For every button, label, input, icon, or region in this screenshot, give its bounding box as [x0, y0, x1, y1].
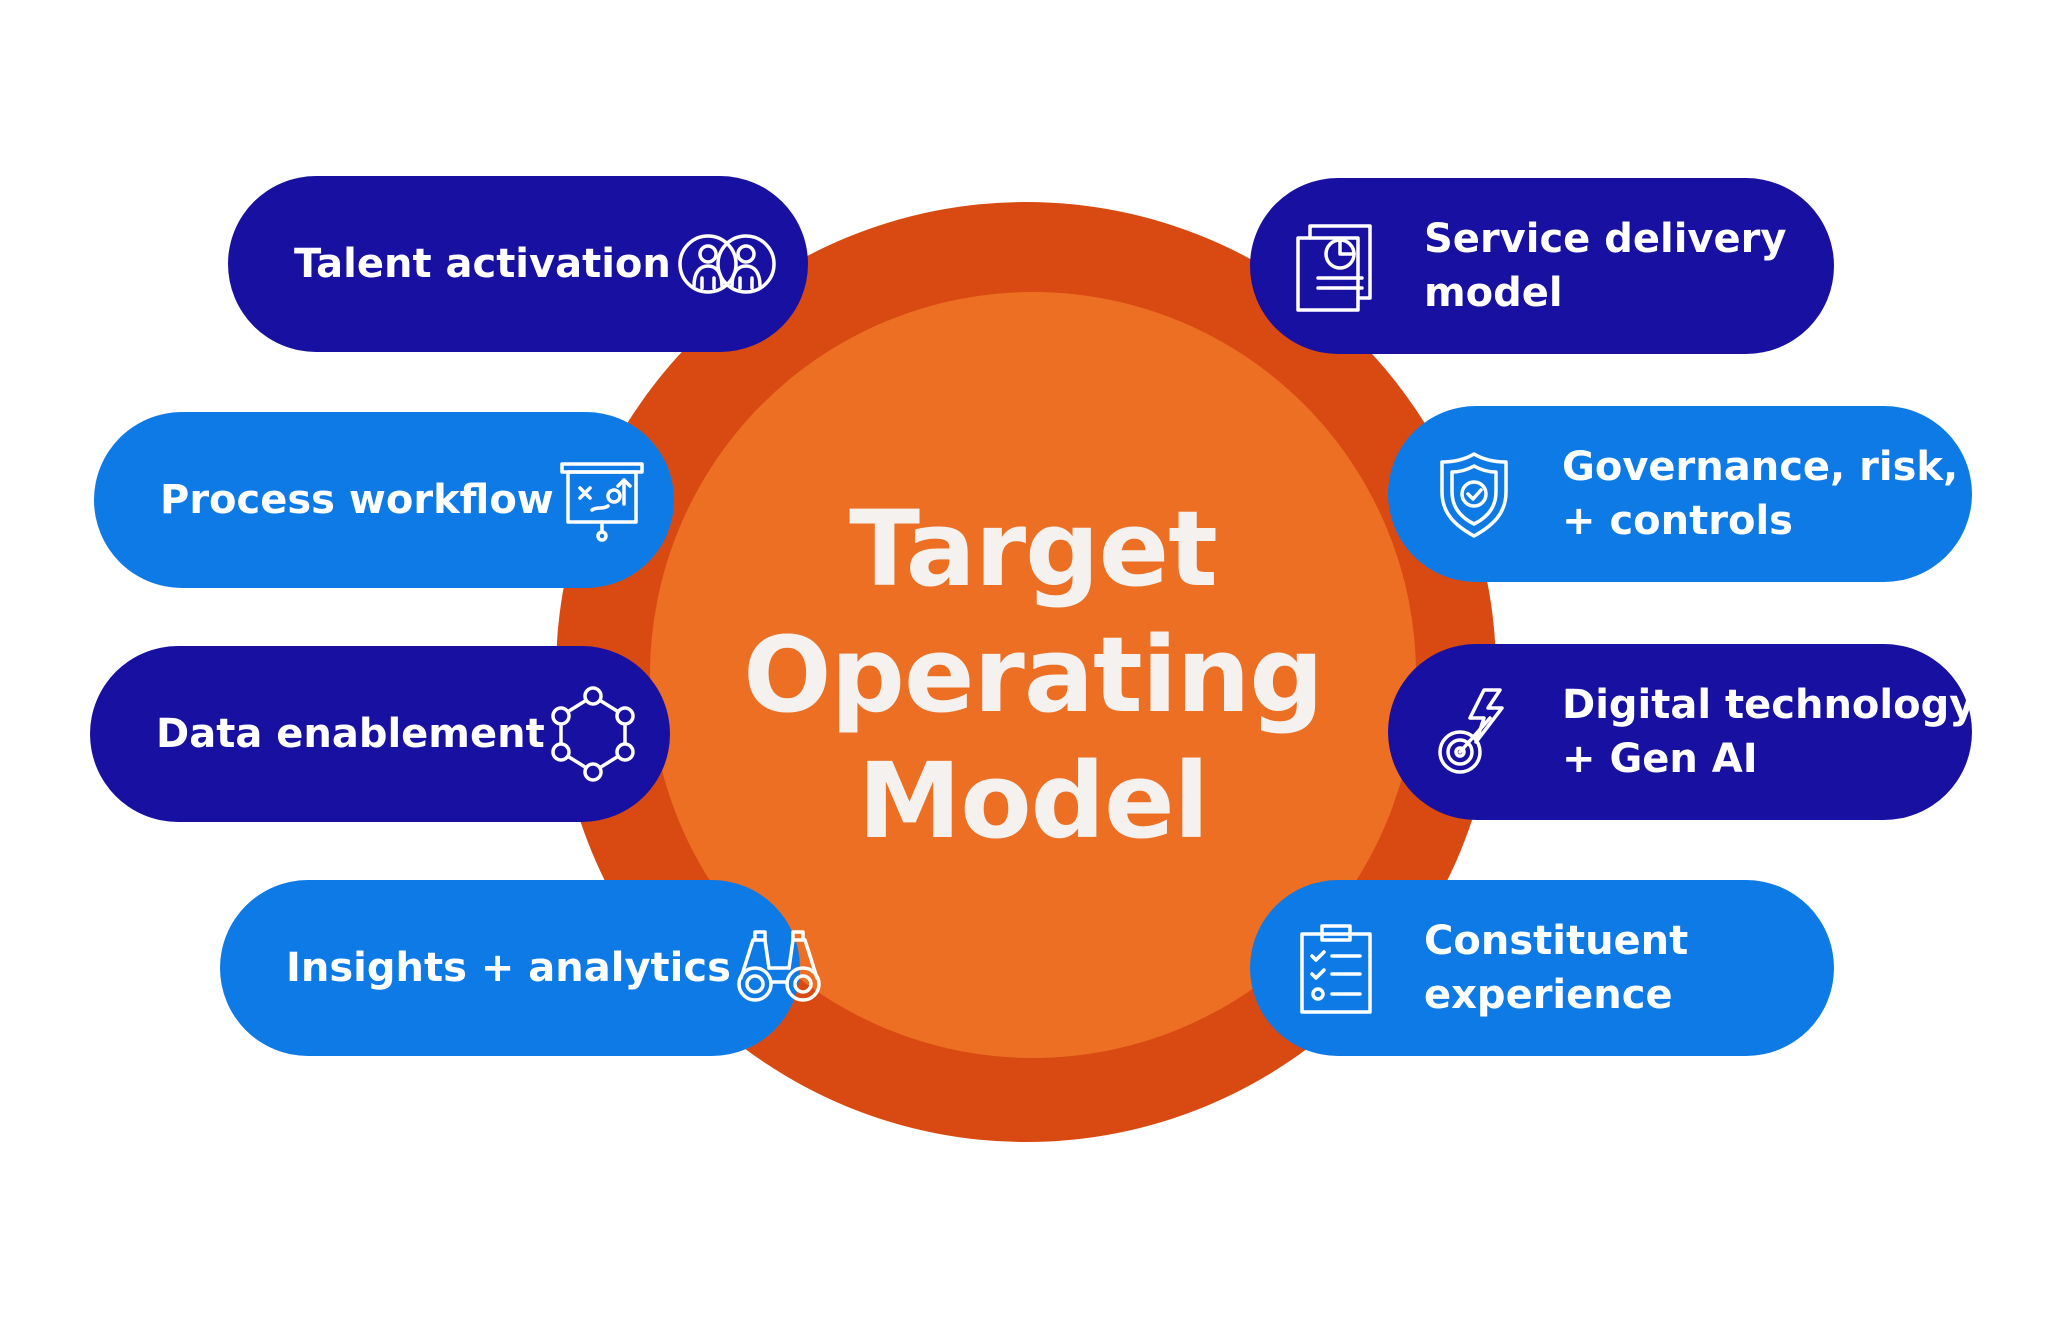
pill-label-line-2: + Gen AI [1562, 736, 1758, 782]
pill-digital-technology-gen-ai: Digital technology + Gen AI [1388, 644, 1975, 820]
pill-label: Service delivery model [1424, 212, 1786, 320]
center-title: Target Operating Model [650, 292, 1416, 1058]
pill-label-line-2: + controls [1562, 498, 1793, 544]
pill-label-line-2: model [1424, 270, 1563, 316]
pill-label-line-1: Governance, risk, [1562, 444, 1959, 490]
center-title-line-1: Target [849, 488, 1218, 610]
pill-label: Data enablement [156, 711, 545, 757]
pill-label-line-2: experience [1424, 972, 1673, 1018]
pill-label-line-1: Digital technology [1562, 682, 1976, 728]
pill-data-enablement: Data enablement [90, 646, 670, 822]
pill-label: Talent activation [294, 241, 671, 287]
binoculars-icon [731, 920, 827, 1016]
center-title-line-3: Model [857, 740, 1210, 862]
lightning-target-icon [1426, 684, 1522, 780]
pill-process-workflow: Process workflow [94, 412, 674, 588]
pill-label: Insights + analytics [286, 945, 731, 991]
pill-label: Digital technology + Gen AI [1562, 678, 1975, 786]
pill-constituent-experience: Constituent experience [1250, 880, 1834, 1056]
pill-insights-analytics: Insights + analytics [220, 880, 821, 1056]
network-nodes-icon [545, 686, 641, 782]
pill-governance-risk-controls: Governance, risk, + controls [1388, 406, 1972, 582]
pill-label: Process workflow [160, 477, 554, 523]
pill-label: Constituent experience [1424, 914, 1688, 1022]
team-people-icon [678, 216, 776, 312]
pill-label-line-1: Constituent [1424, 918, 1689, 964]
clipboard-checklist-icon [1288, 920, 1384, 1016]
pill-label: Governance, risk, + controls [1562, 440, 1958, 548]
whiteboard-strategy-icon [554, 452, 650, 548]
pill-service-delivery-model: Service delivery model [1250, 178, 1834, 354]
pill-label-line-1: Service delivery [1424, 216, 1787, 262]
pill-talent-activation: Talent activation [228, 176, 808, 352]
shield-check-icon [1426, 446, 1522, 542]
report-document-icon [1288, 218, 1384, 314]
center-title-line-2: Operating [743, 614, 1324, 736]
